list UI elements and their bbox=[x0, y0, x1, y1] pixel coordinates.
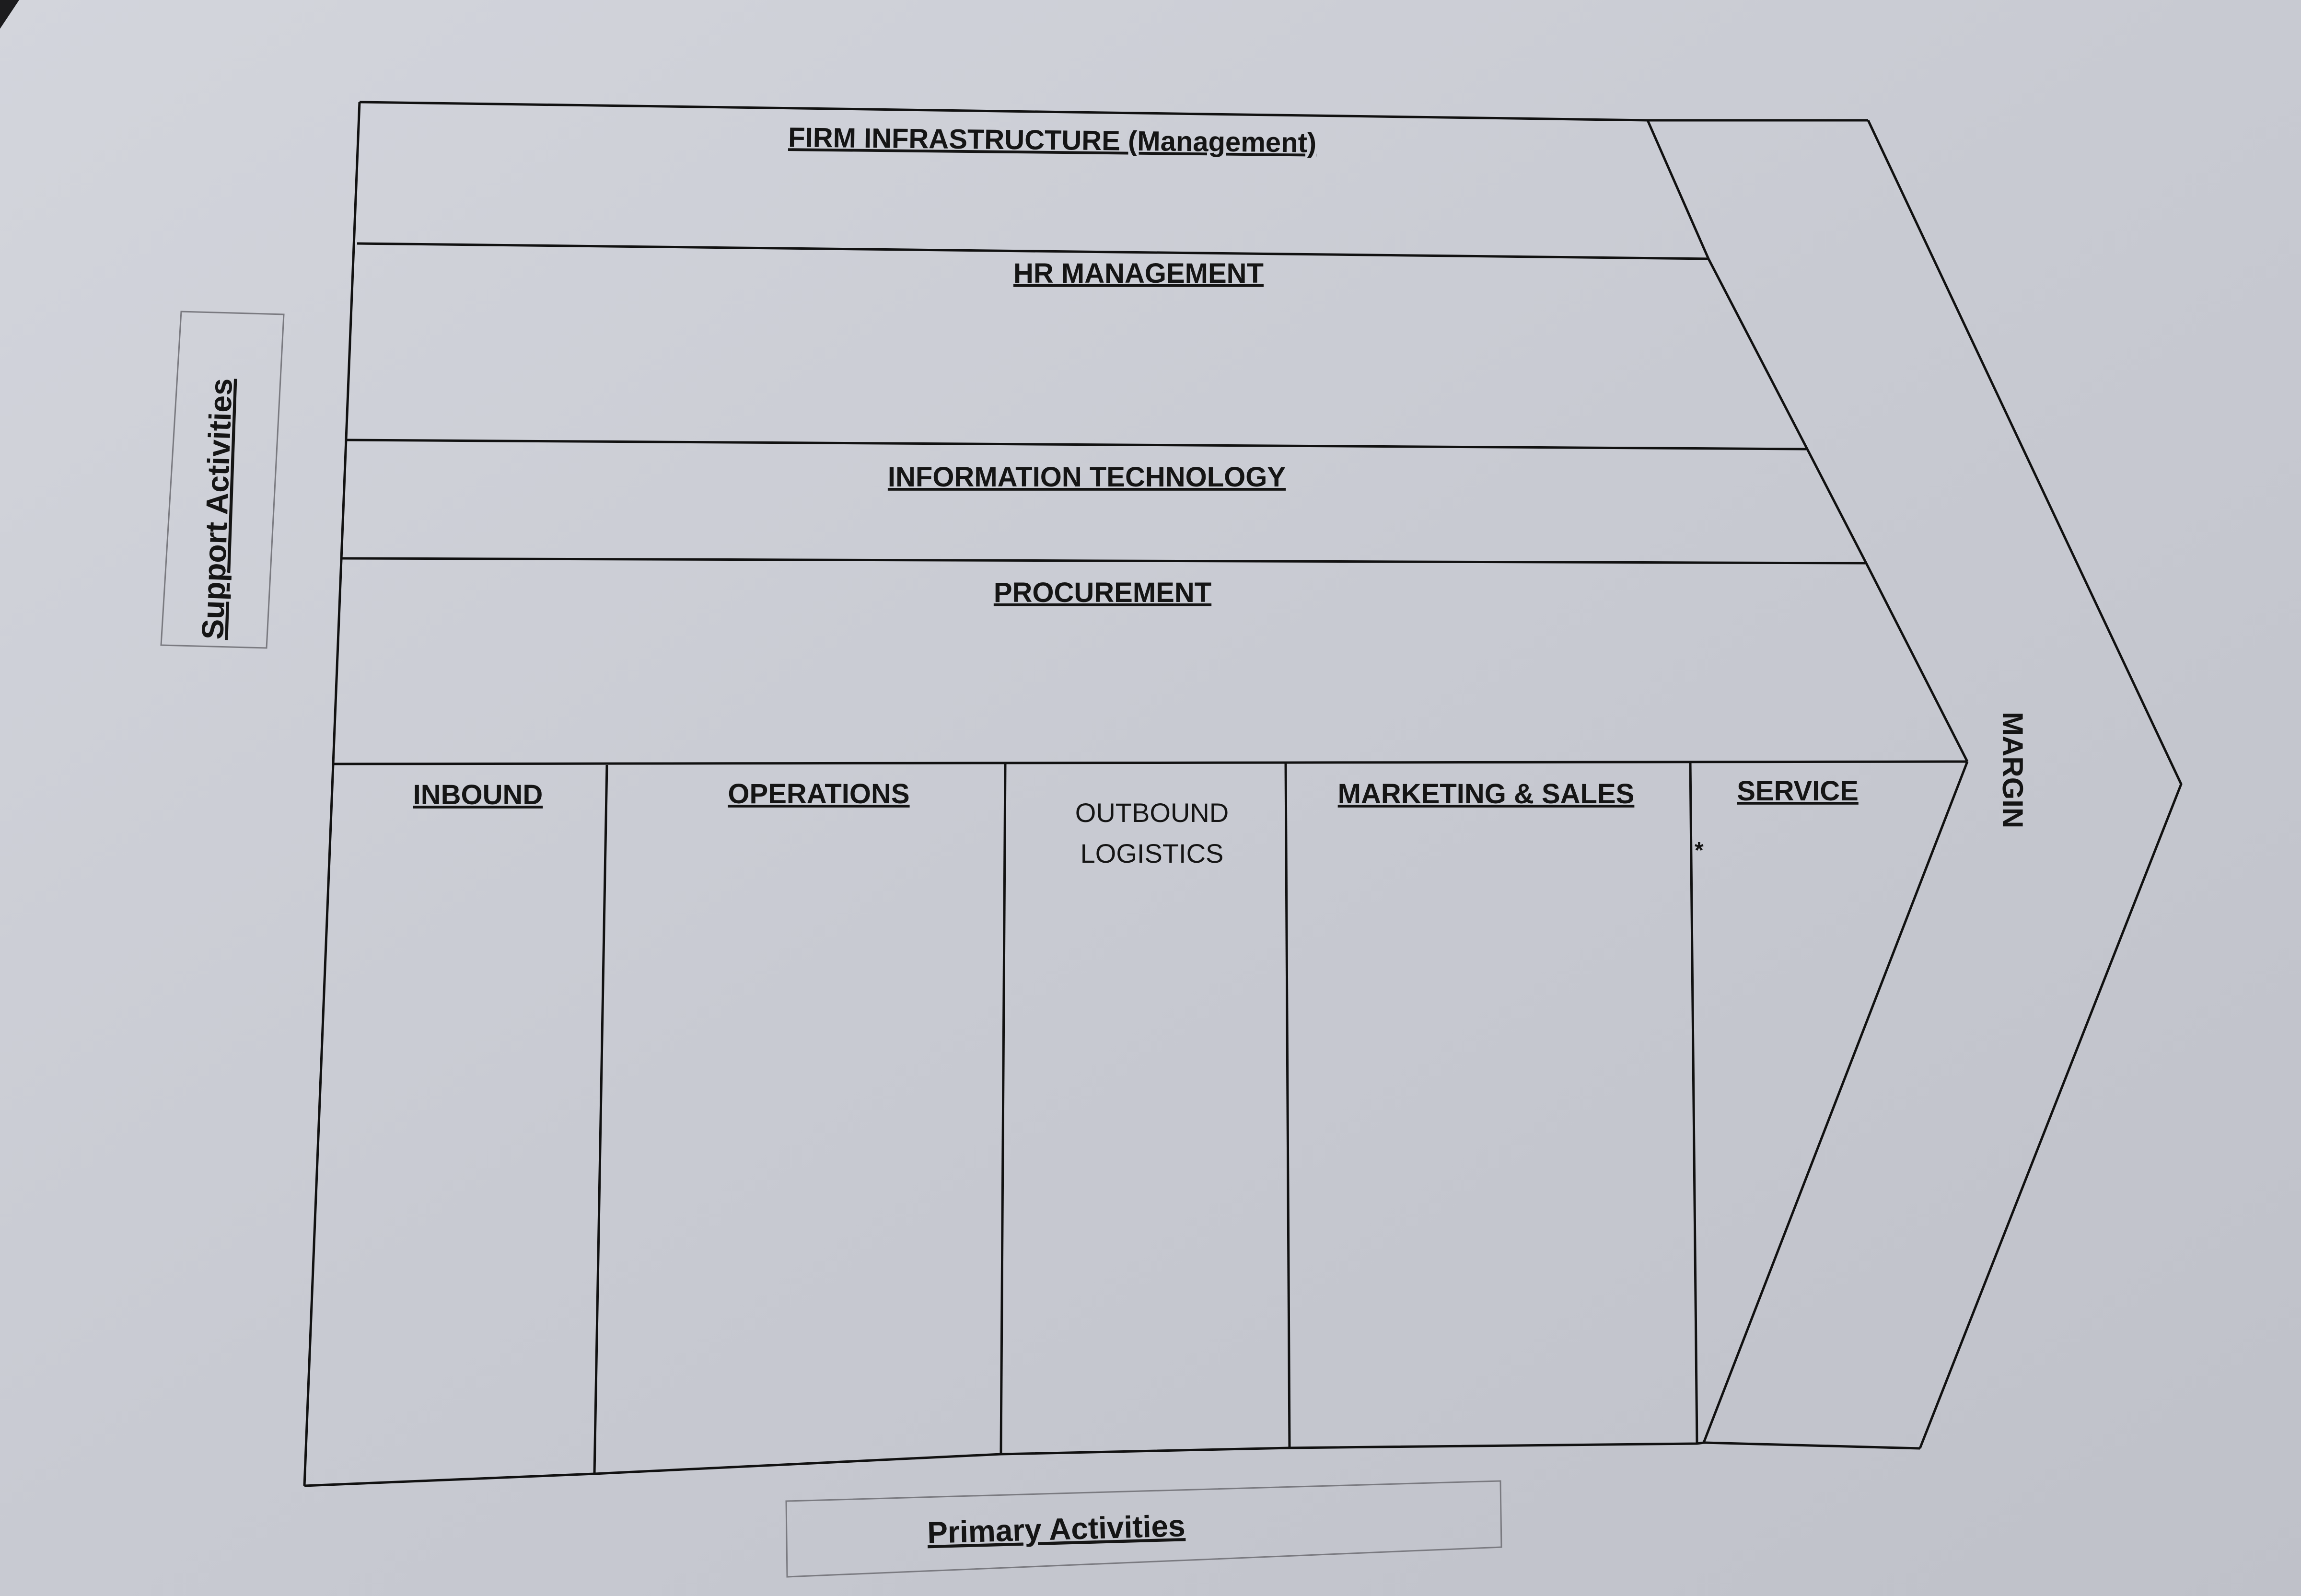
primary-activities-box: Primary Activities bbox=[785, 1480, 1502, 1578]
primary-activities-label: Primary Activities bbox=[927, 1508, 1185, 1550]
support-row-hr-management: HR MANAGEMENT bbox=[1013, 258, 1264, 289]
support-row-procurement: PROCUREMENT bbox=[994, 577, 1211, 608]
asterisk-mark: * bbox=[1695, 838, 1704, 863]
primary-col-service: SERVICE bbox=[1737, 775, 1859, 807]
primary-col-outbound-logistics-line1: OUTBOUND bbox=[1075, 798, 1229, 828]
support-row-information-technology: INFORMATION TECHNOLOGY bbox=[888, 462, 1286, 493]
primary-col-marketing-sales: MARKETING & SALES bbox=[1338, 778, 1635, 810]
primary-col-outbound-logistics-line2: LOGISTICS bbox=[1081, 838, 1224, 868]
value-chain-frame bbox=[303, 101, 2183, 1487]
support-row-firm-infrastructure: FIRM INFRASTRUCTURE (Management) bbox=[788, 122, 1317, 159]
primary-col-operations: OPERATIONS bbox=[728, 778, 909, 810]
primary-col-inbound: INBOUND bbox=[413, 779, 543, 810]
margin-label: MARGIN bbox=[1997, 712, 2029, 828]
